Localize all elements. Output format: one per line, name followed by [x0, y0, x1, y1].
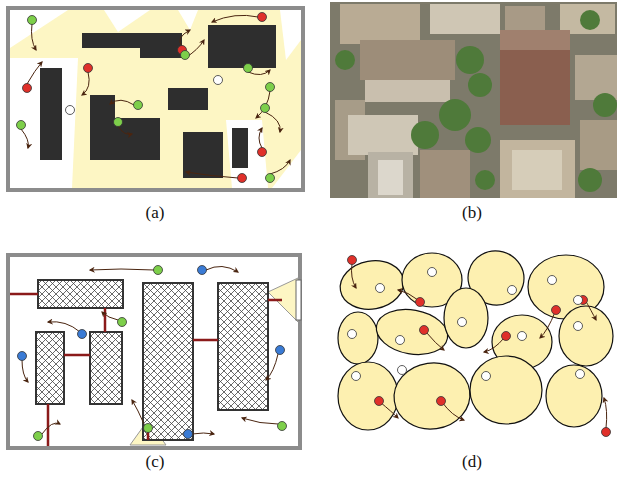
panel-d-regions [336, 245, 613, 437]
panel-label: (c) [125, 452, 185, 472]
panel-label: (b) [442, 203, 502, 223]
panel-label: (d) [442, 452, 502, 472]
panel-c-floorplan [8, 255, 301, 448]
panel-a-map [8, 8, 303, 190]
panel-b-aerial [330, 2, 617, 198]
panel-label: (a) [125, 203, 185, 223]
